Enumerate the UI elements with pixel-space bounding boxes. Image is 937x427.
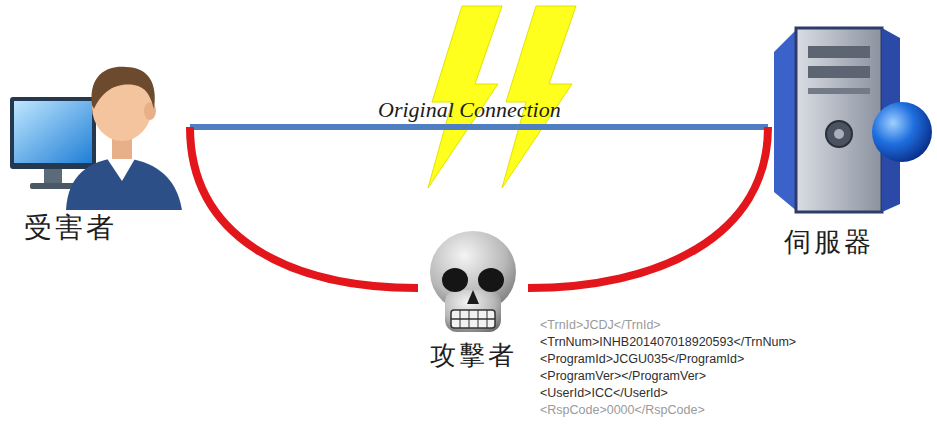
teeth-line bbox=[487, 310, 488, 328]
drive-bay bbox=[808, 66, 870, 78]
skull-icon bbox=[423, 228, 523, 338]
drive-slot bbox=[808, 88, 870, 94]
captured-xml-line: <UserId>ICC</UserId> bbox=[540, 386, 668, 401]
monitor bbox=[10, 97, 96, 169]
monitor-base bbox=[30, 183, 76, 189]
connection-label: Original Connection bbox=[378, 97, 561, 123]
blue-sphere bbox=[872, 102, 932, 162]
node-label: 受害者 bbox=[24, 211, 117, 245]
attacker-node: 攻擊者 bbox=[418, 226, 528, 371]
server-node: 伺服器 bbox=[768, 22, 934, 258]
teeth-line bbox=[460, 310, 461, 328]
node-label: 攻擊者 bbox=[430, 340, 517, 371]
captured-xml-line: <TrnNum>INHB201407018920593</TrnNum> bbox=[540, 335, 796, 350]
hijacked-connection-line bbox=[190, 127, 418, 288]
original-connection-line bbox=[190, 124, 768, 130]
victim-node: 受害者 bbox=[8, 35, 190, 245]
person-hair bbox=[92, 67, 155, 109]
monitor-stand bbox=[44, 169, 62, 185]
captured-xml-line: <ProgramVer></ProgramVer> bbox=[540, 369, 706, 384]
power-button-core bbox=[834, 129, 844, 139]
monitor-screen bbox=[14, 101, 92, 163]
drive-bay bbox=[808, 46, 870, 58]
nose-hole bbox=[467, 290, 479, 304]
person-body bbox=[66, 157, 182, 210]
captured-xml-line: <TrnId>JCDJ</TrnId> bbox=[540, 318, 661, 333]
skull-cranium bbox=[430, 231, 516, 313]
teeth-line bbox=[469, 310, 470, 328]
skull-teeth bbox=[451, 310, 495, 328]
captured-xml-line: <RspCode>0000</RspCode> bbox=[540, 403, 705, 418]
shirt-collar bbox=[106, 157, 136, 181]
hijacked-connection-line bbox=[528, 127, 768, 288]
eye-socket bbox=[442, 268, 468, 292]
server-front bbox=[796, 28, 882, 212]
teeth-line bbox=[451, 318, 495, 320]
victim-icon bbox=[8, 35, 190, 210]
server-icon bbox=[768, 22, 934, 217]
eye-socket bbox=[478, 268, 504, 292]
node-label: 伺服器 bbox=[784, 226, 874, 258]
teeth-line bbox=[478, 310, 479, 328]
captured-xml-line: <ProgramId>JCGU035</ProgramId> bbox=[540, 352, 744, 367]
power-button bbox=[826, 121, 852, 147]
server-back bbox=[774, 28, 798, 212]
skull-jaw bbox=[445, 290, 501, 332]
